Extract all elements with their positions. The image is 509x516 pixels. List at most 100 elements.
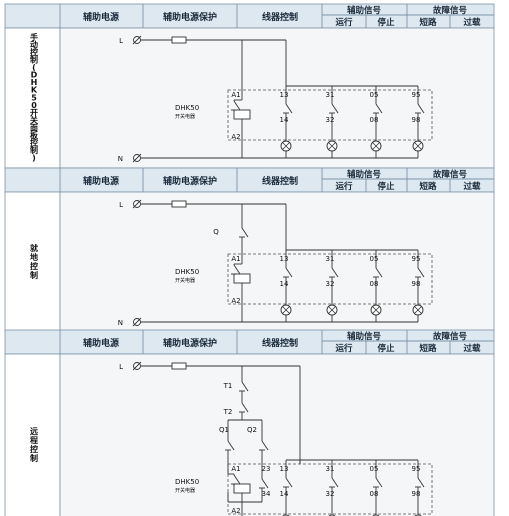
lamp-cross (328, 142, 336, 150)
lamp-cross (414, 142, 422, 150)
terminal-symbol (132, 317, 142, 327)
side-label-char: ) (32, 153, 36, 162)
contact-blade (233, 474, 241, 485)
terminal-13: 13 (280, 465, 289, 473)
device-label: DHK50 (175, 268, 199, 276)
panel-body (59, 353, 495, 516)
terminal-32: 32 (326, 280, 335, 288)
terminal-slash (132, 199, 142, 209)
device-sublabel: 开关电器 (175, 277, 195, 284)
line-l-label: L (119, 37, 123, 45)
header-stop: 停止 (377, 17, 395, 28)
terminal-31: 31 (326, 255, 335, 263)
terminal-34: 34 (262, 490, 271, 498)
header-stop: 停止 (377, 181, 395, 192)
contact-no (283, 476, 293, 490)
side-label-char: 制 (30, 55, 38, 65)
contact-no (225, 438, 235, 454)
side-label-char: 地 (30, 252, 38, 262)
table-header: 辅助电源辅助电源保护线器控制辅助信号运行停止故障信号短路过载 (4, 3, 495, 29)
contact-blade (331, 103, 339, 114)
terminal-98: 98 (412, 116, 421, 124)
indicator-lamp (326, 140, 338, 152)
line-l-label: L (119, 201, 123, 209)
contact-no (239, 378, 249, 396)
header-aux-power-protection: 辅助电源保护 (163, 175, 217, 187)
header-overload: 过载 (463, 17, 481, 28)
side-label-char: 制 (30, 145, 38, 155)
side-label-char: 开 (30, 108, 38, 117)
terminal-32: 32 (326, 490, 335, 498)
contact-no (329, 476, 339, 490)
coil (233, 273, 251, 284)
contact-blade (241, 381, 249, 392)
header-overload: 过载 (463, 181, 481, 192)
panel-3: 辅助电源辅助电源保护线器控制辅助信号运行停止故障信号短路过载远程控制LNDHK5… (4, 329, 495, 516)
indicator-lamp (412, 304, 424, 316)
switch-q2-label: Q2 (247, 426, 257, 434)
contact-blade (285, 267, 293, 278)
terminal-slash (132, 35, 142, 45)
side-label-char: 动 (30, 40, 38, 50)
panel-side-cell (4, 191, 61, 333)
lamp-cross (328, 306, 336, 314)
header-coil-control: 线器控制 (262, 337, 298, 349)
terminal-slash (132, 153, 142, 163)
header-short-circuit: 短路 (419, 17, 437, 28)
side-label-char: 关 (30, 115, 38, 125)
device-label: DHK50 (175, 104, 199, 112)
lamp-cross (372, 306, 380, 314)
header-aux-power: 辅助电源 (83, 337, 119, 349)
device-label: DHK50 (175, 478, 199, 486)
contact-blade (417, 477, 425, 488)
coil (233, 109, 251, 120)
header-aux-power: 辅助电源 (83, 175, 119, 187)
side-label-char: 控 (30, 47, 38, 57)
panel-2: 辅助电源辅助电源保护线器控制辅助信号运行停止故障信号短路过载就地控制LNDHK5… (4, 167, 495, 333)
contact-no (415, 102, 425, 116)
contact-blade (417, 267, 425, 278)
contact-no (259, 438, 269, 454)
header-corner (4, 329, 61, 355)
contact-no (283, 266, 293, 280)
contact-no (329, 266, 339, 280)
indicator-lamp (412, 140, 424, 152)
terminal-14: 14 (280, 490, 289, 498)
device-sublabel: 开关电器 (175, 487, 195, 494)
line-n-label: N (118, 155, 123, 163)
lamp-cross (414, 306, 422, 314)
terminal-32: 32 (326, 116, 335, 124)
terminal-05: 05 (370, 255, 379, 263)
terminal-symbol (132, 153, 142, 163)
contact-no (329, 102, 339, 116)
side-label-char: 5 (31, 93, 37, 102)
indicator-lamp (370, 304, 382, 316)
side-label-char: 0 (31, 101, 37, 110)
contact-no (373, 266, 383, 280)
side-label-char: K (31, 86, 38, 95)
contact-no (373, 476, 383, 490)
header-run: 运行 (335, 343, 353, 354)
coil (233, 483, 251, 494)
contact-blade (241, 227, 249, 238)
side-label-char: 程 (30, 435, 38, 445)
switch-t2-label: T2 (223, 408, 233, 416)
contact-no (239, 396, 249, 420)
header-corner (4, 167, 61, 193)
contact-no (415, 266, 425, 280)
terminal-23: 23 (262, 465, 271, 473)
header-aux-signal: 辅助信号 (347, 331, 382, 342)
contact-blade (241, 402, 249, 413)
contact-blade (331, 267, 339, 278)
contact-no (231, 264, 241, 276)
switch-t1-label: T1 (223, 382, 233, 390)
contact-blade (261, 440, 269, 451)
contact-no (239, 224, 249, 242)
terminal-95: 95 (412, 465, 421, 473)
contact-blade (233, 100, 241, 111)
terminal-slash (132, 361, 142, 371)
device-box (227, 89, 433, 141)
terminal-symbol (132, 361, 142, 371)
